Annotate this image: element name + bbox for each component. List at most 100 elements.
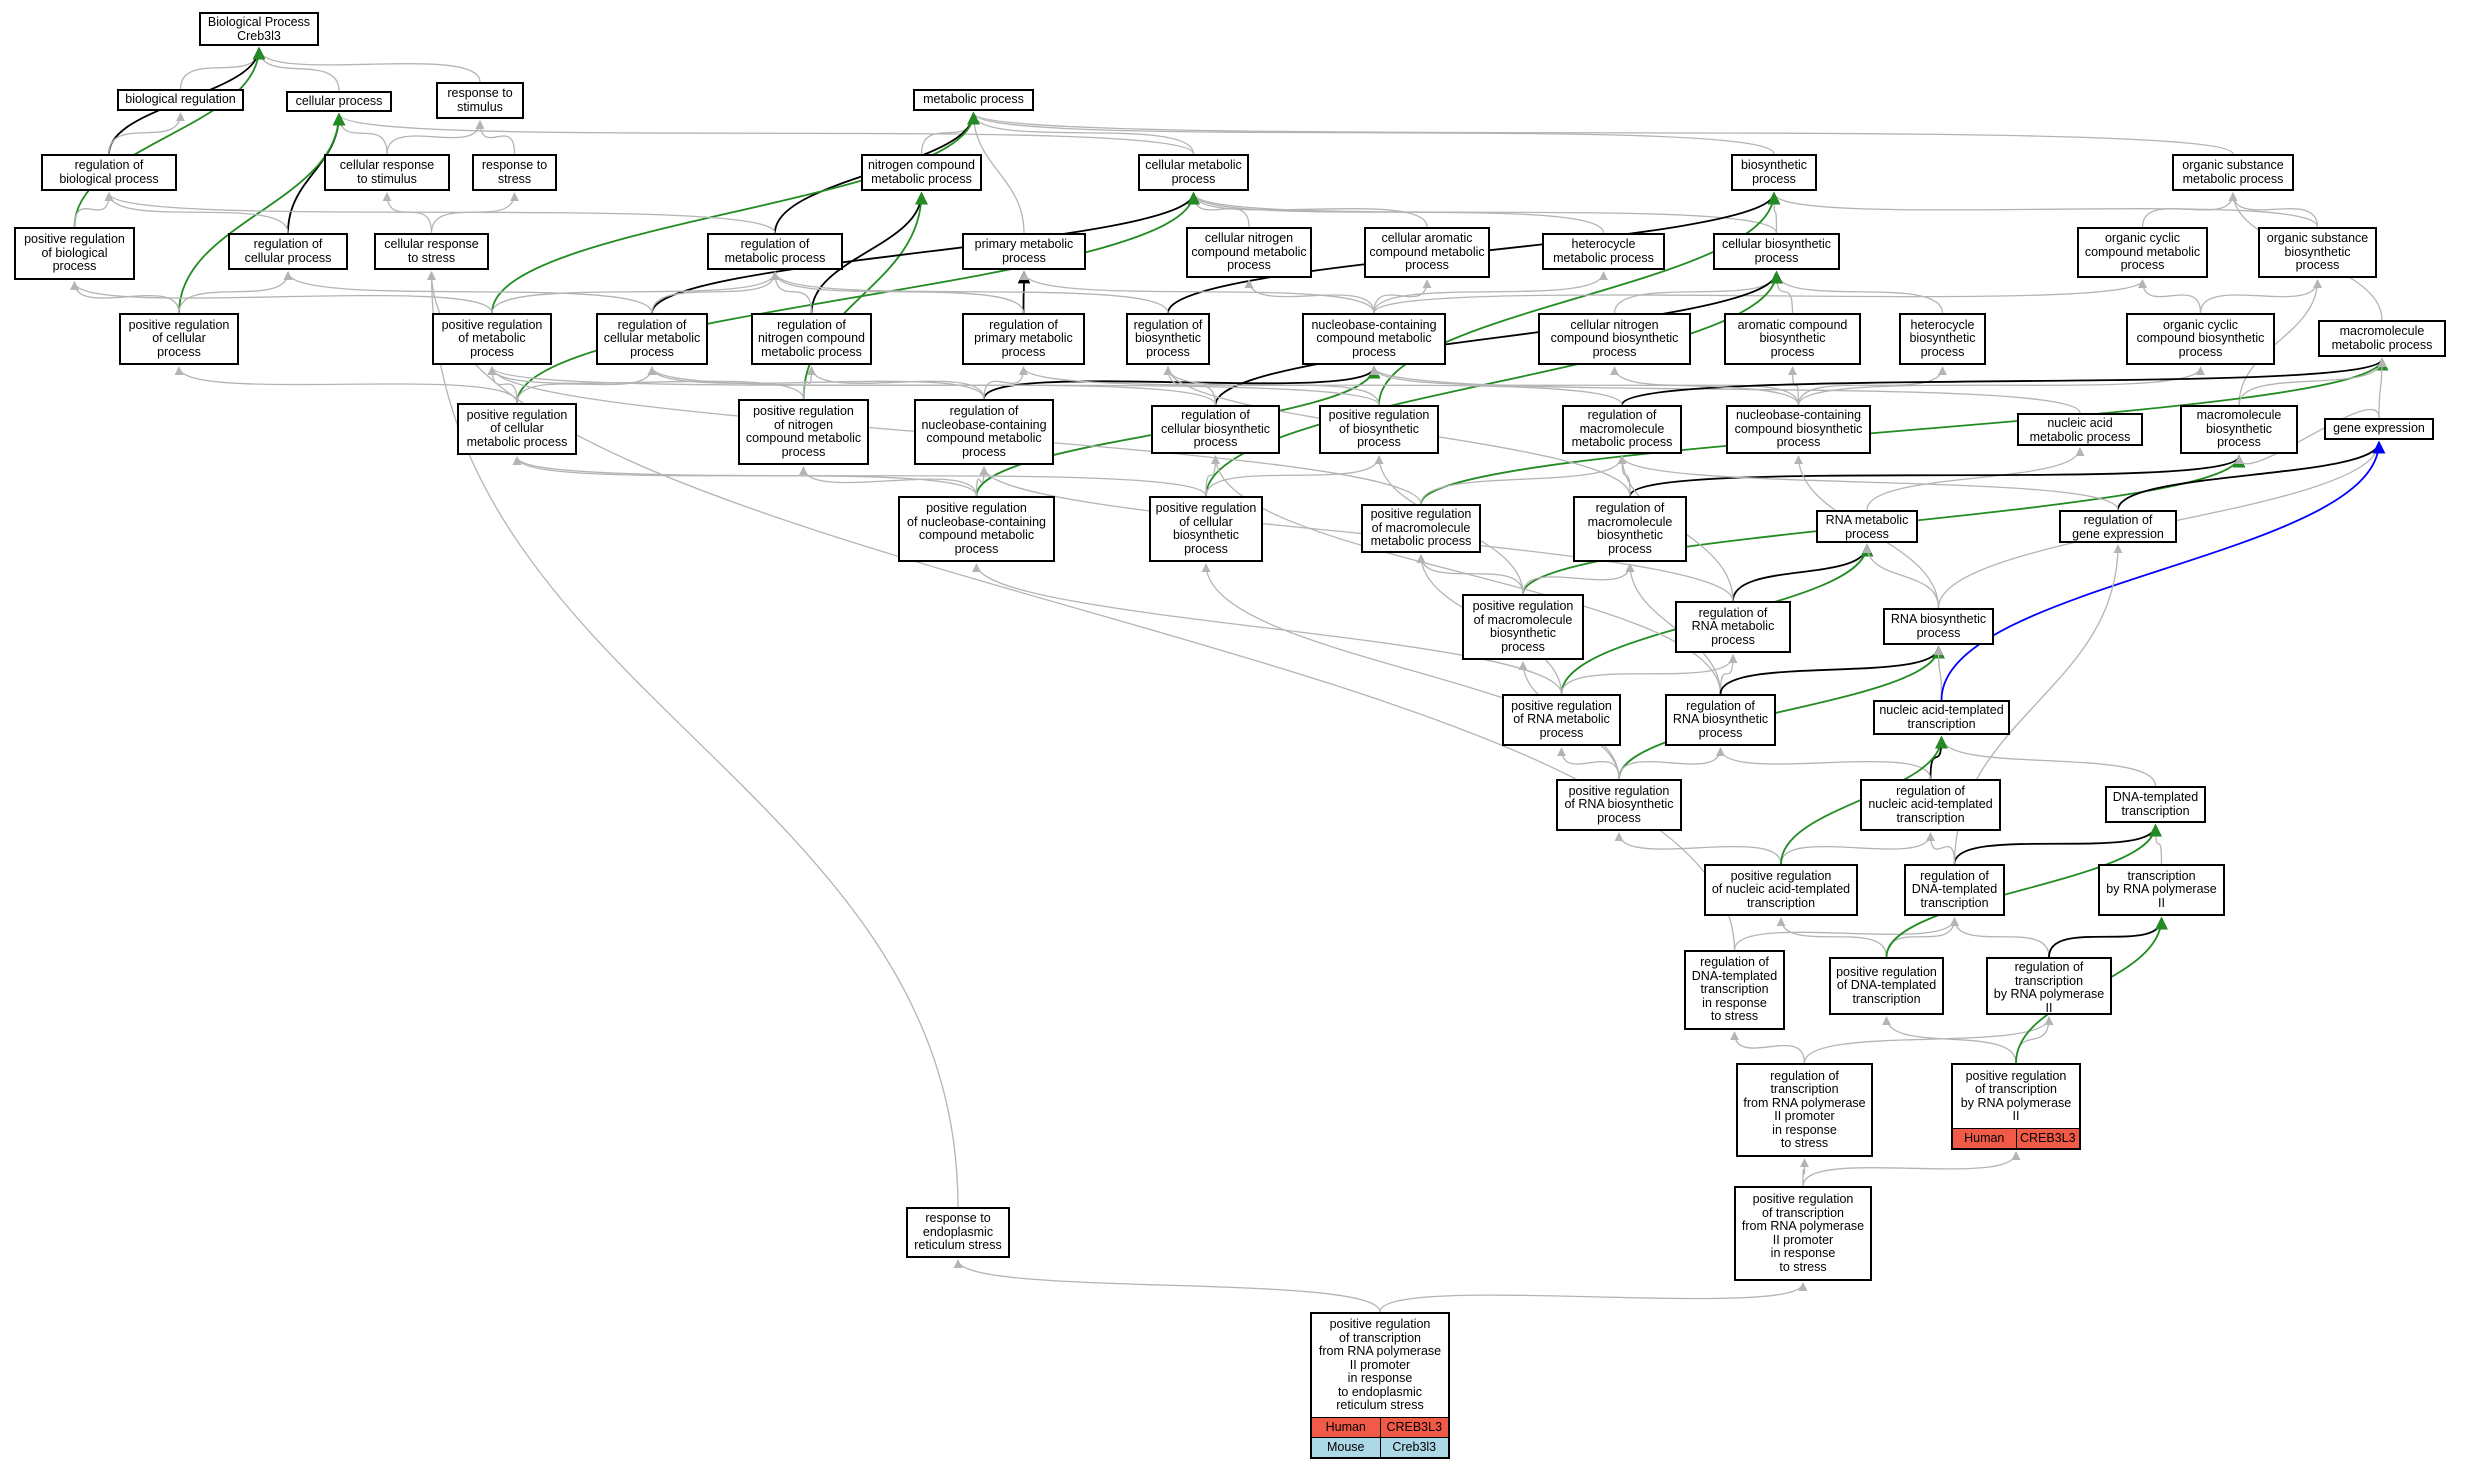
- edge-pos_reg_bio-to-reg_bio: [73, 192, 114, 228]
- go-term-cell-arom-metab[interactable]: cellular aromatic compound metabolic pro…: [1364, 227, 1490, 278]
- edge-pos_reg_metab-to-metab: [491, 111, 980, 314]
- go-term-label: positive regulation of metabolic process: [441, 317, 543, 359]
- go-term-label: regulation of nucleic acid-templated tra…: [1868, 783, 1993, 825]
- go-term-reg-dna-transc-stress[interactable]: regulation of DNA-templated transcriptio…: [1684, 950, 1785, 1030]
- go-term-rna-biosyn[interactable]: RNA biosynthetic process: [1883, 608, 1994, 645]
- edge-pos_reg_dna_transc-to-dna_transc: [1885, 823, 2162, 958]
- gene-symbol: CREB3L3: [2015, 1129, 2080, 1148]
- go-term-pos-reg-cell-biosyn[interactable]: positive regulation of cellular biosynth…: [1149, 496, 1263, 562]
- go-term-cell-resp-stress[interactable]: cellular response to stress: [374, 233, 489, 270]
- go-term-pos-reg-cell-metab[interactable]: positive regulation of cellular metaboli…: [457, 403, 577, 455]
- go-term-nucacid-transc[interactable]: nucleic acid-templated transcription: [1873, 700, 2010, 735]
- go-term-pos-reg-macro-metab[interactable]: positive regulation of macromolecule met…: [1361, 504, 1481, 553]
- go-term-reg-macro-biosyn[interactable]: regulation of macromolecule biosynthetic…: [1573, 496, 1687, 562]
- go-term-reg-biosyn[interactable]: regulation of biosynthetic process: [1126, 313, 1210, 365]
- go-term-biosyn[interactable]: biosynthetic process: [1731, 154, 1817, 191]
- go-term-label: regulation of nitrogen compound metaboli…: [757, 317, 866, 359]
- go-term-reg-cell-biosyn[interactable]: regulation of cellular biosynthetic proc…: [1151, 405, 1280, 454]
- go-term-reg-gene-expr[interactable]: regulation of gene expression: [2059, 510, 2177, 543]
- go-term-arom-biosyn[interactable]: aromatic compound biosynthetic process: [1724, 313, 1861, 365]
- go-term-reg-nitro-metab[interactable]: regulation of nitrogen compound metaboli…: [751, 313, 872, 365]
- go-term-reg-cell-proc[interactable]: regulation of cellular process: [228, 233, 348, 270]
- edge-cell_resp_stim-to-resp_stim: [386, 120, 485, 155]
- go-term-pos-reg-macro-biosyn[interactable]: positive regulation of macromolecule bio…: [1462, 594, 1584, 660]
- edge-nucbase_metab-to-cell_nitro_metab: [1244, 279, 1375, 314]
- go-term-reg-rna-metab[interactable]: regulation of RNA metabolic process: [1675, 601, 1791, 653]
- go-term-nitro-metab[interactable]: nitrogen compound metabolic process: [861, 154, 982, 191]
- go-term-cell-metab[interactable]: cellular metabolic process: [1138, 154, 1249, 191]
- go-term-org-cyc-metab[interactable]: organic cyclic compound metabolic proces…: [2077, 227, 2208, 278]
- go-term-nucbase-biosyn[interactable]: nucleobase-containing compound biosynthe…: [1726, 405, 1871, 454]
- go-term-hetero-biosyn[interactable]: heterocycle biosynthetic process: [1899, 313, 1986, 365]
- go-term-pos-reg-biosyn[interactable]: positive regulation of biosynthetic proc…: [1319, 405, 1439, 454]
- go-term-org-sub-biosyn[interactable]: organic substance biosynthetic process: [2258, 227, 2377, 278]
- go-term-cell-biosyn[interactable]: cellular biosynthetic process: [1713, 233, 1840, 270]
- go-term-pos-reg-transc-pol2[interactable]: positive regulation of transcription by …: [1951, 1063, 2081, 1150]
- go-term-label: cellular response to stress: [384, 237, 479, 265]
- go-term-reg-bio[interactable]: regulation of biological process: [41, 154, 177, 191]
- go-term-reg-rna-biosyn[interactable]: regulation of RNA biosynthetic process: [1665, 694, 1776, 746]
- go-term-cellproc[interactable]: cellular process: [286, 91, 392, 112]
- go-term-reg-transc-pol2-prom-stress[interactable]: regulation of transcription from RNA pol…: [1736, 1063, 1873, 1157]
- edge-pos_reg_macro_biosyn-to-pos_reg_macro_metab: [1416, 554, 1524, 595]
- go-term-reg-metab[interactable]: regulation of metabolic process: [707, 233, 843, 270]
- go-term-reg-dna-transc[interactable]: regulation of DNA-templated transcriptio…: [1904, 864, 2005, 916]
- go-term-label: regulation of RNA metabolic process: [1691, 605, 1775, 647]
- go-term-org-sub-metab[interactable]: organic substance metabolic process: [2172, 154, 2294, 191]
- go-term-cell-resp-stim[interactable]: cellular response to stimulus: [324, 154, 450, 191]
- go-term-prim-metab[interactable]: primary metabolic process: [962, 233, 1086, 270]
- go-term-label: macromolecule metabolic process: [2331, 324, 2433, 352]
- go-term-label: biosynthetic process: [1740, 158, 1807, 186]
- go-term-pos-reg-rna-metab[interactable]: positive regulation of RNA metabolic pro…: [1502, 694, 1621, 746]
- go-term-cell-nitro-metab[interactable]: cellular nitrogen compound metabolic pro…: [1186, 227, 1312, 278]
- go-term-rna-metab[interactable]: RNA metabolic process: [1816, 510, 1918, 543]
- go-term-pos-reg-transc-pol2-prom-stress[interactable]: positive regulation of transcription fro…: [1734, 1186, 1872, 1281]
- go-term-pos-reg-metab[interactable]: positive regulation of metabolic process: [432, 313, 552, 365]
- go-term-label: positive regulation of biosynthetic proc…: [1328, 408, 1430, 450]
- go-term-pos-reg-cell-proc[interactable]: positive regulation of cellular process: [119, 313, 239, 365]
- go-term-hetero-metab[interactable]: heterocycle metabolic process: [1542, 233, 1665, 270]
- go-term-cell-nitro-biosyn[interactable]: cellular nitrogen compound biosynthetic …: [1538, 313, 1691, 365]
- edge-reg_prim_metab-to-reg_metab: [770, 271, 1025, 314]
- go-term-label: regulation of transcription from RNA pol…: [1743, 1068, 1866, 1150]
- go-term-reg-nucacid-transc[interactable]: regulation of nucleic acid-templated tra…: [1860, 779, 2001, 831]
- go-term-resp-er-stress[interactable]: response to endoplasmic reticulum stress: [906, 1207, 1010, 1258]
- go-term-target[interactable]: positive regulation of transcription fro…: [1310, 1312, 1450, 1459]
- go-term-macro-metab[interactable]: macromolecule metabolic process: [2318, 320, 2446, 357]
- go-term-resp-stim[interactable]: response to stimulus: [436, 82, 524, 119]
- edge-rna_biosyn-to-rna_metab: [1862, 544, 1940, 609]
- go-term-macro-biosyn[interactable]: macromolecule biosynthetic process: [2180, 405, 2298, 454]
- go-term-pos-reg-nucbase[interactable]: positive regulation of nucleobase-contai…: [898, 496, 1055, 562]
- go-term-bp[interactable]: Biological Process Creb3l3: [199, 12, 319, 46]
- go-term-nucacid-metab[interactable]: nucleic acid metabolic process: [2017, 413, 2143, 446]
- edge-pos_reg_transc_pol2_prom_stress-to-pos_reg_transc_pol2: [1802, 1151, 2021, 1187]
- go-term-label: metabolic process: [923, 92, 1024, 107]
- go-term-reg-nucbase[interactable]: regulation of nucleobase-containing comp…: [914, 399, 1054, 465]
- go-term-gene-expr[interactable]: gene expression: [2324, 418, 2434, 440]
- go-term-label: positive regulation of macromolecule bio…: [1472, 599, 1574, 654]
- go-term-pos-reg-dna-transc[interactable]: positive regulation of DNA-templated tra…: [1829, 957, 1944, 1015]
- go-term-bioreg[interactable]: biological regulation: [117, 89, 244, 111]
- go-term-label: positive regulation of transcription fro…: [1318, 1317, 1442, 1413]
- go-term-label: organic cyclic compound metabolic proces…: [2084, 231, 2201, 273]
- go-term-pos-reg-bio[interactable]: positive regulation of biological proces…: [14, 227, 135, 280]
- go-term-reg-cell-metab[interactable]: regulation of cellular metabolic process: [596, 313, 708, 365]
- go-term-metab[interactable]: metabolic process: [913, 89, 1034, 111]
- go-term-pos-reg-nitro[interactable]: positive regulation of nitrogen compound…: [738, 399, 869, 465]
- go-term-pos-reg-rna-biosyn[interactable]: positive regulation of RNA biosynthetic …: [1556, 779, 1682, 831]
- go-term-org-cyc-biosyn[interactable]: organic cyclic compound biosynthetic pro…: [2126, 313, 2275, 365]
- edge-pos_reg_cell_proc-to-reg_cell_proc: [178, 271, 293, 314]
- edge-pos_reg_nucbase-to-pos_reg_nitro: [798, 466, 978, 497]
- go-term-nucbase-metab[interactable]: nucleobase-containing compound metabolic…: [1302, 313, 1446, 365]
- go-term-transc-pol2[interactable]: transcription by RNA polymerase II: [2098, 864, 2225, 916]
- go-term-dna-transc[interactable]: DNA-templated transcription: [2105, 786, 2206, 823]
- go-term-reg-macro-metab[interactable]: regulation of macromolecule metabolic pr…: [1562, 405, 1682, 454]
- go-term-reg-prim-metab[interactable]: regulation of primary metabolic process: [962, 313, 1085, 365]
- edge-macro_biosyn-to-macro_metab: [2238, 358, 2387, 406]
- edge-pos_reg_rna_biosyn-to-reg_rna_biosyn: [1618, 747, 1726, 780]
- go-term-resp-stress[interactable]: response to stress: [472, 154, 557, 191]
- edge-reg_cell_metab-to-reg_metab: [651, 271, 780, 314]
- edge-biosyn-to-metab: [969, 112, 1775, 155]
- go-term-reg-transc-pol2[interactable]: regulation of transcription by RNA polym…: [1986, 957, 2112, 1015]
- go-term-pos-reg-nucacid-transc[interactable]: positive regulation of nucleic acid-temp…: [1704, 864, 1858, 916]
